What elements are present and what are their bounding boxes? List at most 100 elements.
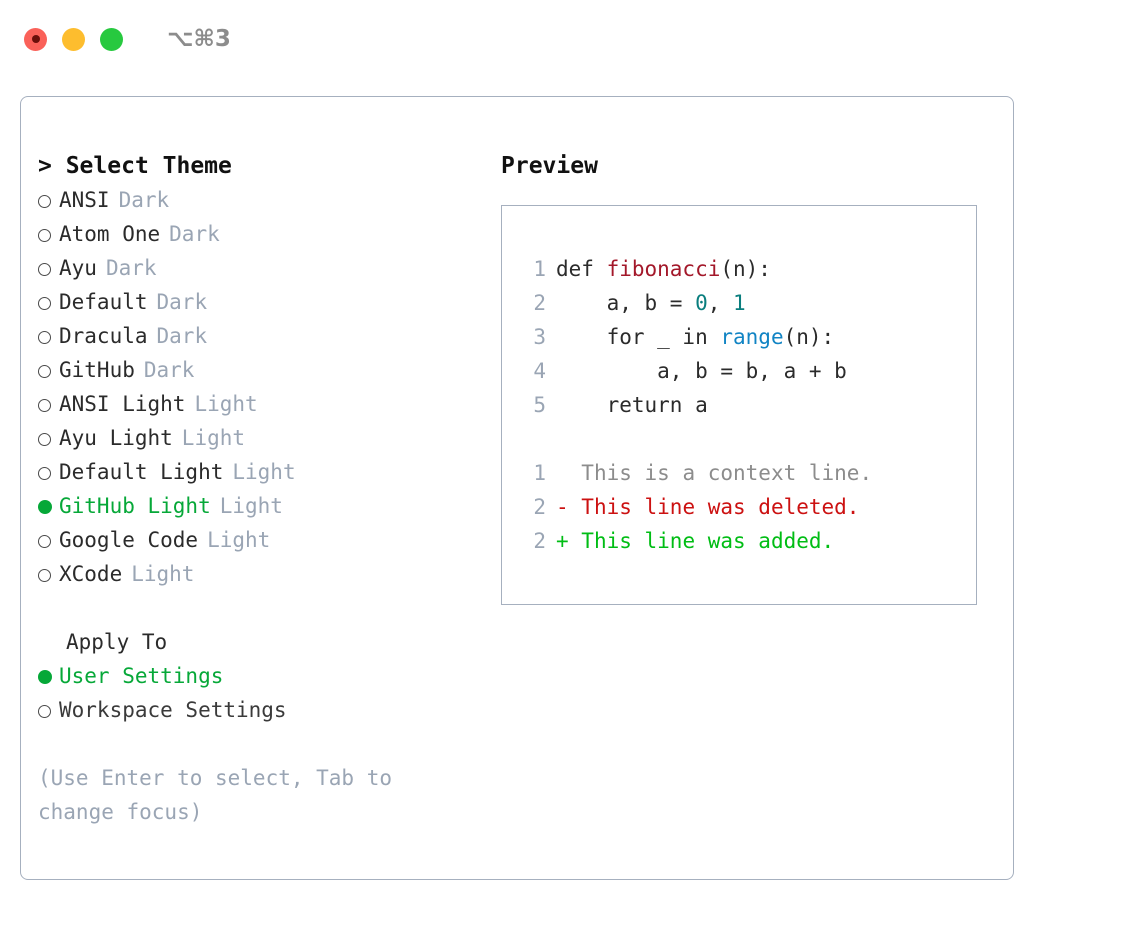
diff-line: 2- This line was deleted. [520, 490, 976, 524]
code-token-builtin: range [720, 325, 784, 349]
line-number: 1 [533, 461, 546, 485]
theme-variant-label: Light [232, 460, 296, 484]
code-token-plain: (n): [783, 325, 835, 349]
radio-unselected-icon [38, 217, 59, 251]
line-number: 5 [533, 393, 546, 417]
radio-unselected-icon [38, 353, 59, 387]
radio-glyph [38, 195, 51, 208]
page-title: Select Theme [65, 153, 232, 179]
traffic-lights [24, 27, 123, 51]
radio-glyph [38, 433, 51, 446]
keyboard-hint-text: (Use Enter to select, Tab to change focu… [38, 766, 393, 824]
code-line-content: def fibonacci(n): [556, 252, 771, 286]
diff-marker-add: + [556, 529, 582, 553]
theme-variant-label: Dark [105, 256, 157, 280]
code-line-content: for _ in range(n): [556, 320, 835, 354]
code-token-fn: fibonacci [606, 257, 721, 281]
code-token-num: 1 [733, 291, 746, 315]
theme-variant-label: Dark [169, 222, 220, 246]
radio-unselected-icon [38, 183, 59, 217]
radio-unselected-icon [38, 319, 59, 353]
select-theme-heading: > Select Theme [38, 149, 478, 183]
diff-marker-ctx [556, 456, 581, 490]
code-line: 3 for _ in range(n): [520, 320, 976, 354]
theme-list-item[interactable]: Default Dark [38, 285, 478, 319]
prompt-chevron-icon: > [38, 153, 66, 179]
record-indicator-icon [31, 35, 40, 43]
line-number: 1 [533, 257, 546, 281]
code-line: 2 a, b = 0, 1 [520, 286, 976, 320]
radio-glyph [38, 670, 52, 684]
theme-variant-label: Light [131, 562, 195, 586]
radio-glyph [38, 229, 51, 242]
theme-name-label: GitHub [59, 358, 135, 382]
code-token-plain: (n): [720, 257, 771, 281]
theme-name-label: GitHub Light [59, 494, 211, 518]
radio-unselected-icon [38, 557, 59, 591]
code-token-plain: def [556, 257, 607, 281]
theme-list-item[interactable]: Google Code Light [38, 523, 478, 557]
code-line: 4 a, b = b, a + b [520, 354, 976, 388]
radio-glyph [38, 399, 51, 412]
theme-variant-label: Dark [156, 324, 208, 348]
apply-to-option[interactable]: User Settings [38, 659, 478, 693]
radio-glyph [38, 500, 52, 514]
radio-unselected-icon [38, 285, 59, 319]
theme-name-label: Ayu Light [59, 426, 173, 450]
diff-line-text: This line was added. [581, 529, 835, 553]
diff-line-text: This line was deleted. [581, 495, 860, 519]
apply-to-option[interactable]: Workspace Settings [38, 693, 478, 727]
theme-name-label: Google Code [59, 528, 199, 552]
line-number: 2 [533, 529, 546, 553]
radio-unselected-icon [38, 251, 59, 285]
radio-glyph [38, 263, 51, 276]
minimize-button[interactable] [62, 27, 85, 51]
theme-list-item[interactable]: Default Light Light [38, 455, 478, 489]
maximize-button[interactable] [100, 27, 123, 51]
apply-to-option-label: User Settings [59, 664, 224, 688]
diff-line: 2 + This line was added. [520, 524, 976, 558]
theme-name-label: Default Light [59, 460, 224, 484]
theme-name-label: ANSI Light [59, 392, 186, 416]
radio-selected-icon [38, 489, 59, 523]
radio-unselected-icon [38, 387, 59, 421]
radio-selected-icon [38, 659, 59, 693]
theme-name-label: Default [59, 290, 148, 314]
apply-to-option-label: Workspace Settings [59, 698, 287, 722]
theme-variant-label: Dark [156, 290, 208, 314]
theme-variant-label: Light [181, 426, 246, 450]
line-number: 3 [533, 325, 546, 349]
code-line: 1 def fibonacci(n): [520, 252, 976, 286]
line-number: 2 [533, 291, 546, 315]
diff-line-text: This is a context line. [581, 461, 873, 485]
title-bar: ⌥⌘3 [0, 0, 1140, 78]
code-line-content: return a [556, 388, 708, 422]
radio-unselected-icon [38, 421, 59, 455]
code-token-plain: a, b = b, a + b [556, 359, 847, 383]
theme-list-item[interactable]: Ayu Light Light [38, 421, 478, 455]
code-token-plain: return a [556, 393, 708, 417]
radio-unselected-icon [38, 455, 59, 489]
theme-list-item[interactable]: Atom One Dark [38, 217, 478, 251]
theme-name-label: Atom One [59, 222, 161, 246]
code-token-plain: for _ in [556, 325, 721, 349]
code-token-plain: a, b = [556, 291, 696, 315]
theme-list-item[interactable]: GitHub Dark [38, 353, 478, 387]
close-button[interactable] [24, 27, 47, 51]
theme-variant-label: Light [207, 528, 271, 552]
theme-variant-label: Dark [143, 358, 195, 382]
diff-sample: 1 This is a context line. 2- This line wa… [520, 456, 976, 558]
radio-glyph [38, 331, 51, 344]
